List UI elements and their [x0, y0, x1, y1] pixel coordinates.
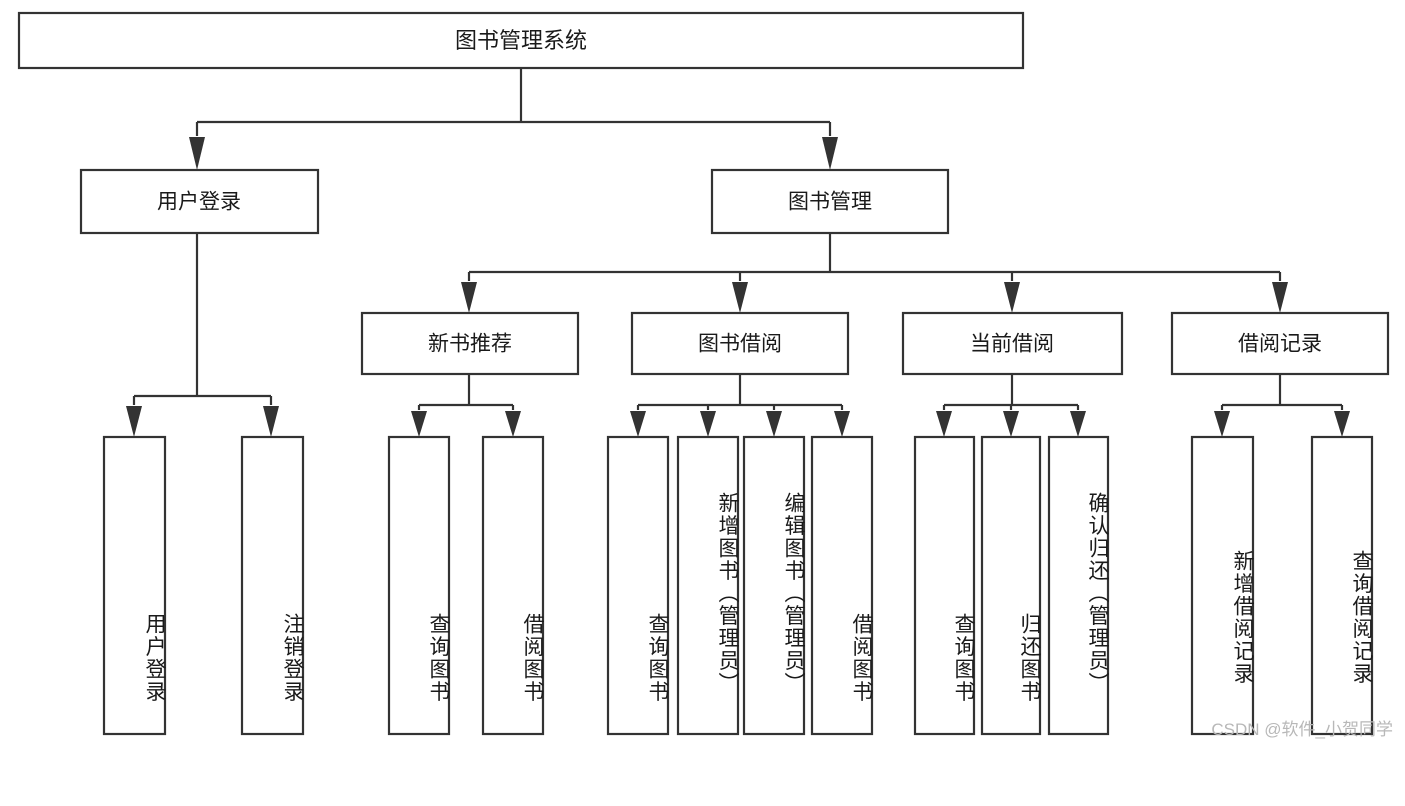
node-leaf-add-record[interactable] [1190, 435, 1255, 736]
node-leaf-return-book[interactable] [980, 435, 1042, 736]
connector-bookborrow-to-leaves [630, 374, 850, 437]
node-leaf-query-record[interactable] [1310, 435, 1374, 736]
node-leaf-query-book-2[interactable] [606, 435, 670, 736]
node-leaf-user-login[interactable] [102, 435, 167, 736]
node-borrow-record[interactable]: 借阅记录 [1170, 311, 1390, 376]
node-root-label: 图书管理系统 [455, 28, 587, 53]
connector-userlogin-to-leaves [126, 233, 279, 437]
connector-currentborrow-to-leaves [936, 374, 1086, 437]
node-book-borrow-label: 图书借阅 [698, 333, 782, 356]
node-new-book-recommend[interactable]: 新书推荐 [360, 311, 580, 376]
connector-newbook-to-leaves [411, 374, 521, 437]
node-current-borrow-label: 当前借阅 [970, 333, 1054, 356]
node-user-login-label: 用户登录 [157, 191, 241, 214]
node-user-login[interactable]: 用户登录 [79, 168, 320, 235]
node-borrow-record-label: 借阅记录 [1238, 333, 1322, 356]
node-leaf-edit-book[interactable] [742, 435, 806, 736]
node-root[interactable]: 图书管理系统 [17, 11, 1025, 70]
node-leaf-query-book-3[interactable] [913, 435, 976, 736]
node-leaf-query-book-1[interactable] [387, 435, 451, 736]
flowchart-svg: 图书管理系统 用户登录 图书管理 新书推荐 图书借阅 当前借阅 借阅记录 [17, 11, 1390, 736]
connector-root-to-level2 [189, 68, 838, 170]
node-leaf-borrow-book-1[interactable] [481, 435, 545, 736]
node-book-borrow[interactable]: 图书借阅 [630, 311, 850, 376]
node-leaf-add-book[interactable] [676, 435, 740, 736]
connector-borrowrecord-to-leaves [1214, 374, 1350, 437]
node-current-borrow[interactable]: 当前借阅 [901, 311, 1124, 376]
node-book-manage[interactable]: 图书管理 [710, 168, 950, 235]
node-leaf-confirm-return[interactable] [1047, 435, 1110, 736]
connector-bookmanage-to-level3 [461, 233, 1288, 313]
node-new-book-recommend-label: 新书推荐 [428, 333, 512, 356]
node-book-manage-label: 图书管理 [788, 191, 872, 214]
node-leaf-logout[interactable] [240, 435, 305, 736]
node-leaf-borrow-book-2[interactable] [810, 435, 874, 736]
flowchart-canvas: 图书管理系统 用户登录 图书管理 新书推荐 图书借阅 当前借阅 借阅记录 [17, 11, 1393, 739]
